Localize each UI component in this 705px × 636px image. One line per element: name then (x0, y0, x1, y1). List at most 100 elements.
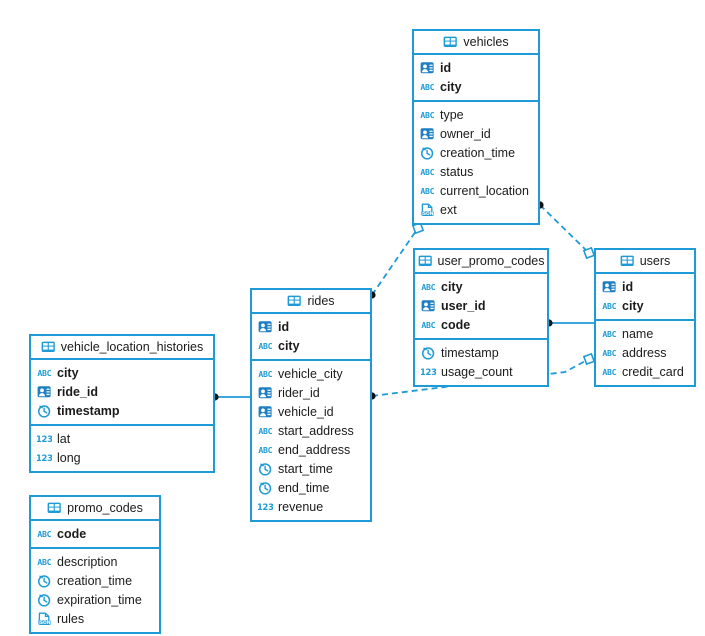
svg-text:ABC: ABC (37, 368, 51, 378)
entity-name: users (639, 254, 671, 268)
clock-type-icon (421, 346, 436, 360)
table-icon (443, 35, 458, 49)
entity-title-rides[interactable]: rides (252, 290, 370, 314)
primary-key-field-ride_id[interactable]: ride_id (31, 382, 213, 401)
primary-key-icon (258, 386, 273, 400)
relationship-endpoint-diamond (582, 352, 596, 366)
primary-key-field-id[interactable]: id (414, 58, 538, 77)
abc-text-type-icon: ABC (258, 424, 273, 438)
svg-text:ABC: ABC (258, 445, 272, 455)
json-type-icon: JSON (420, 203, 435, 217)
clock-type-icon (420, 146, 435, 160)
relationship-user-promo-codes-to-users[interactable] (545, 319, 594, 327)
primary-key-field-user_id[interactable]: user_id (415, 296, 547, 315)
field-vehicle_id[interactable]: vehicle_id (252, 402, 370, 421)
svg-text:ABC: ABC (602, 367, 616, 377)
field-label: ext (440, 202, 457, 217)
entity-title-vehicle_location_histories[interactable]: vehicle_location_histories (31, 336, 213, 360)
primary-key-section: ABC code (31, 521, 159, 547)
clock-type-icon (258, 462, 273, 476)
field-type[interactable]: ABC type (414, 105, 538, 124)
field-creation_time[interactable]: creation_time (414, 143, 538, 162)
field-label: code (57, 526, 87, 541)
entity-title-user_promo_codes[interactable]: user_promo_codes (415, 250, 547, 274)
abc-text-type-icon: ABC (420, 108, 435, 122)
svg-text:ABC: ABC (258, 426, 272, 436)
field-label: address (622, 345, 667, 360)
entity-title-users[interactable]: users (596, 250, 694, 274)
field-creation_time[interactable]: creation_time (31, 571, 159, 590)
field-start_time[interactable]: start_time (252, 459, 370, 478)
abc-text-type-icon: ABC (37, 366, 52, 380)
field-label: current_location (440, 183, 529, 198)
field-label: type (440, 107, 464, 122)
field-expiration_time[interactable]: expiration_time (31, 590, 159, 609)
primary-key-field-id[interactable]: id (252, 317, 370, 336)
table-icon (287, 294, 302, 308)
svg-text:ABC: ABC (602, 348, 616, 358)
clock-type-icon (37, 574, 52, 588)
svg-text:ABC: ABC (37, 529, 51, 539)
entity-title-promo_codes[interactable]: promo_codes (31, 497, 159, 521)
field-label: name (622, 326, 654, 341)
abc-text-type-icon: ABC (258, 339, 273, 353)
svg-text:ABC: ABC (420, 167, 434, 177)
field-label: description (57, 554, 118, 569)
field-label: user_id (441, 298, 486, 313)
field-label: start_time (278, 461, 333, 476)
abc-text-type-icon: ABC (420, 165, 435, 179)
relationship-vehicle-location-histories-to-rides[interactable] (211, 393, 250, 401)
field-owner_id[interactable]: owner_id (414, 124, 538, 143)
field-label: code (441, 317, 471, 332)
primary-key-field-timestamp[interactable]: timestamp (31, 401, 213, 420)
field-address[interactable]: ABC address (596, 343, 694, 362)
svg-text:JSON: JSON (37, 619, 51, 625)
svg-text:ABC: ABC (420, 82, 434, 92)
entity-name: vehicle_location_histories (60, 340, 204, 354)
primary-key-icon (602, 280, 617, 294)
field-ext[interactable]: JSON ext (414, 200, 538, 219)
field-label: timestamp (57, 403, 120, 418)
primary-key-field-id[interactable]: id (596, 277, 694, 296)
entity-title-vehicles[interactable]: vehicles (414, 31, 538, 55)
primary-key-icon (37, 385, 52, 399)
table-icon (41, 340, 56, 354)
field-label: timestamp (441, 345, 499, 360)
primary-key-field-code[interactable]: ABC code (31, 524, 159, 543)
field-label: creation_time (440, 145, 516, 160)
123-number-type-icon: 123 (421, 365, 436, 379)
field-end_time[interactable]: end_time (252, 478, 370, 497)
field-timestamp[interactable]: timestamp (415, 343, 547, 362)
field-label: owner_id (440, 126, 491, 141)
abc-text-type-icon: ABC (37, 555, 52, 569)
field-label: creation_time (57, 573, 133, 588)
field-rider_id[interactable]: rider_id (252, 383, 370, 402)
field-description[interactable]: ABC description (31, 552, 159, 571)
